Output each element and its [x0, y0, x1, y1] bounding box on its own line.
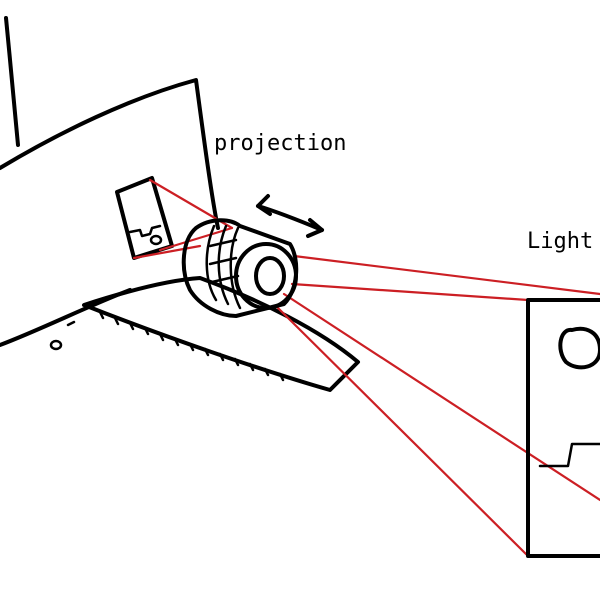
ruler-rail: [49, 276, 360, 392]
lens-icon: [181, 218, 299, 318]
label-projection: projection: [214, 131, 346, 156]
ray-4: [292, 254, 600, 296]
ray-2: [158, 226, 234, 252]
light-box: [526, 298, 600, 558]
ray-3: [132, 244, 202, 260]
double-arrow-icon: [256, 194, 324, 238]
wall-edge-line: [4, 16, 20, 147]
ray-5: [290, 282, 530, 302]
ray-7: [276, 306, 530, 558]
label-light: Light: [527, 229, 593, 254]
